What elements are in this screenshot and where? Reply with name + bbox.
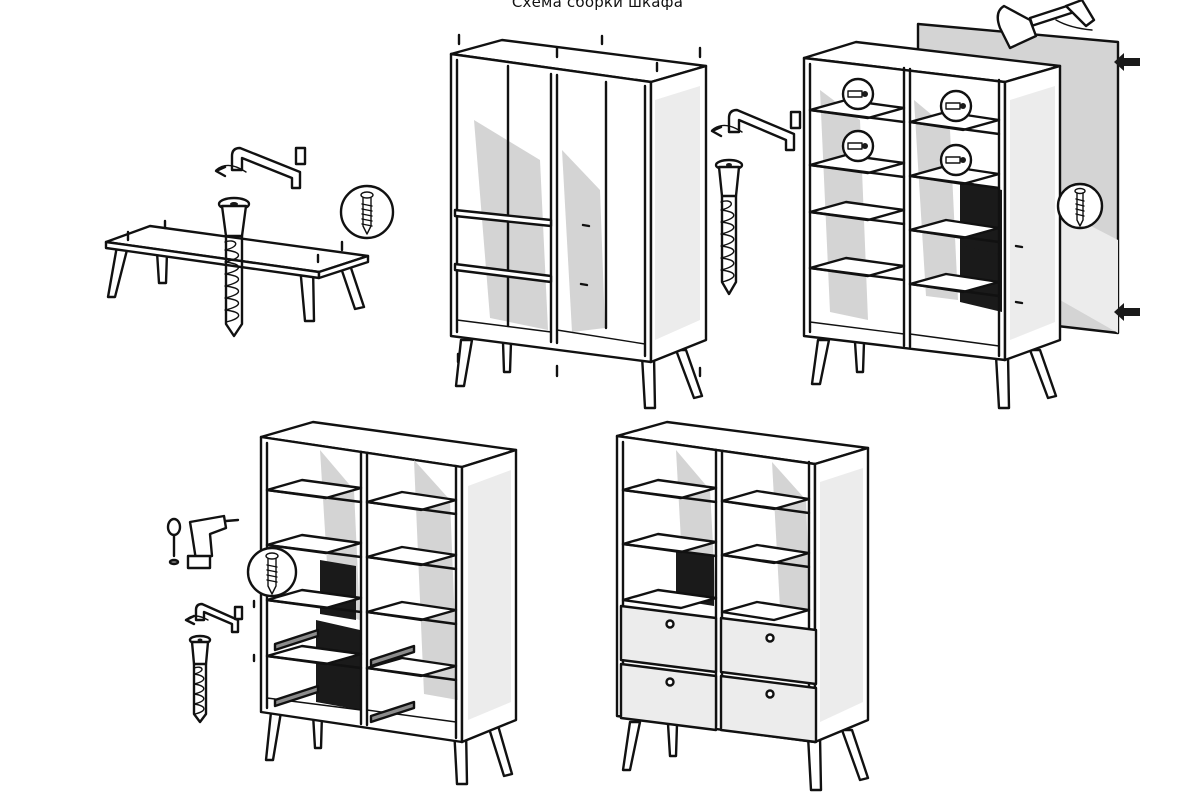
allen-key-icon	[214, 146, 307, 190]
screw-detail-callout	[246, 546, 298, 598]
screw-detail-callout	[339, 184, 395, 240]
step-1-base	[104, 146, 395, 338]
shelf-pin-callouts	[841, 77, 973, 177]
confirmat-screw-large	[188, 634, 212, 724]
power-drill-icon	[186, 514, 240, 570]
base-board	[104, 219, 370, 280]
base-legs	[106, 244, 366, 323]
carcass-body	[449, 33, 708, 378]
carcass-legs	[454, 338, 704, 410]
allen-key-icon	[184, 602, 244, 634]
step-5-finished	[615, 420, 870, 792]
diagram-title: Схема сборки шкафа	[511, 0, 684, 11]
nail-detail-callout	[1056, 182, 1104, 230]
allen-key-icon	[710, 108, 802, 152]
screwdriver-icon	[166, 517, 182, 566]
step-3-shelves-back	[802, 0, 1140, 410]
cabinet-legs	[621, 720, 870, 792]
confirmat-screw-large	[217, 196, 251, 338]
hammer-icon	[996, 0, 1096, 50]
cabinet-body	[259, 420, 518, 744]
drawer-runners	[273, 628, 416, 724]
step-2-carcass	[449, 33, 802, 410]
confirmat-screw-large	[714, 158, 744, 296]
arrow-right-icon	[1114, 53, 1140, 321]
drawers	[619, 604, 818, 744]
step-4-runners	[166, 420, 518, 786]
